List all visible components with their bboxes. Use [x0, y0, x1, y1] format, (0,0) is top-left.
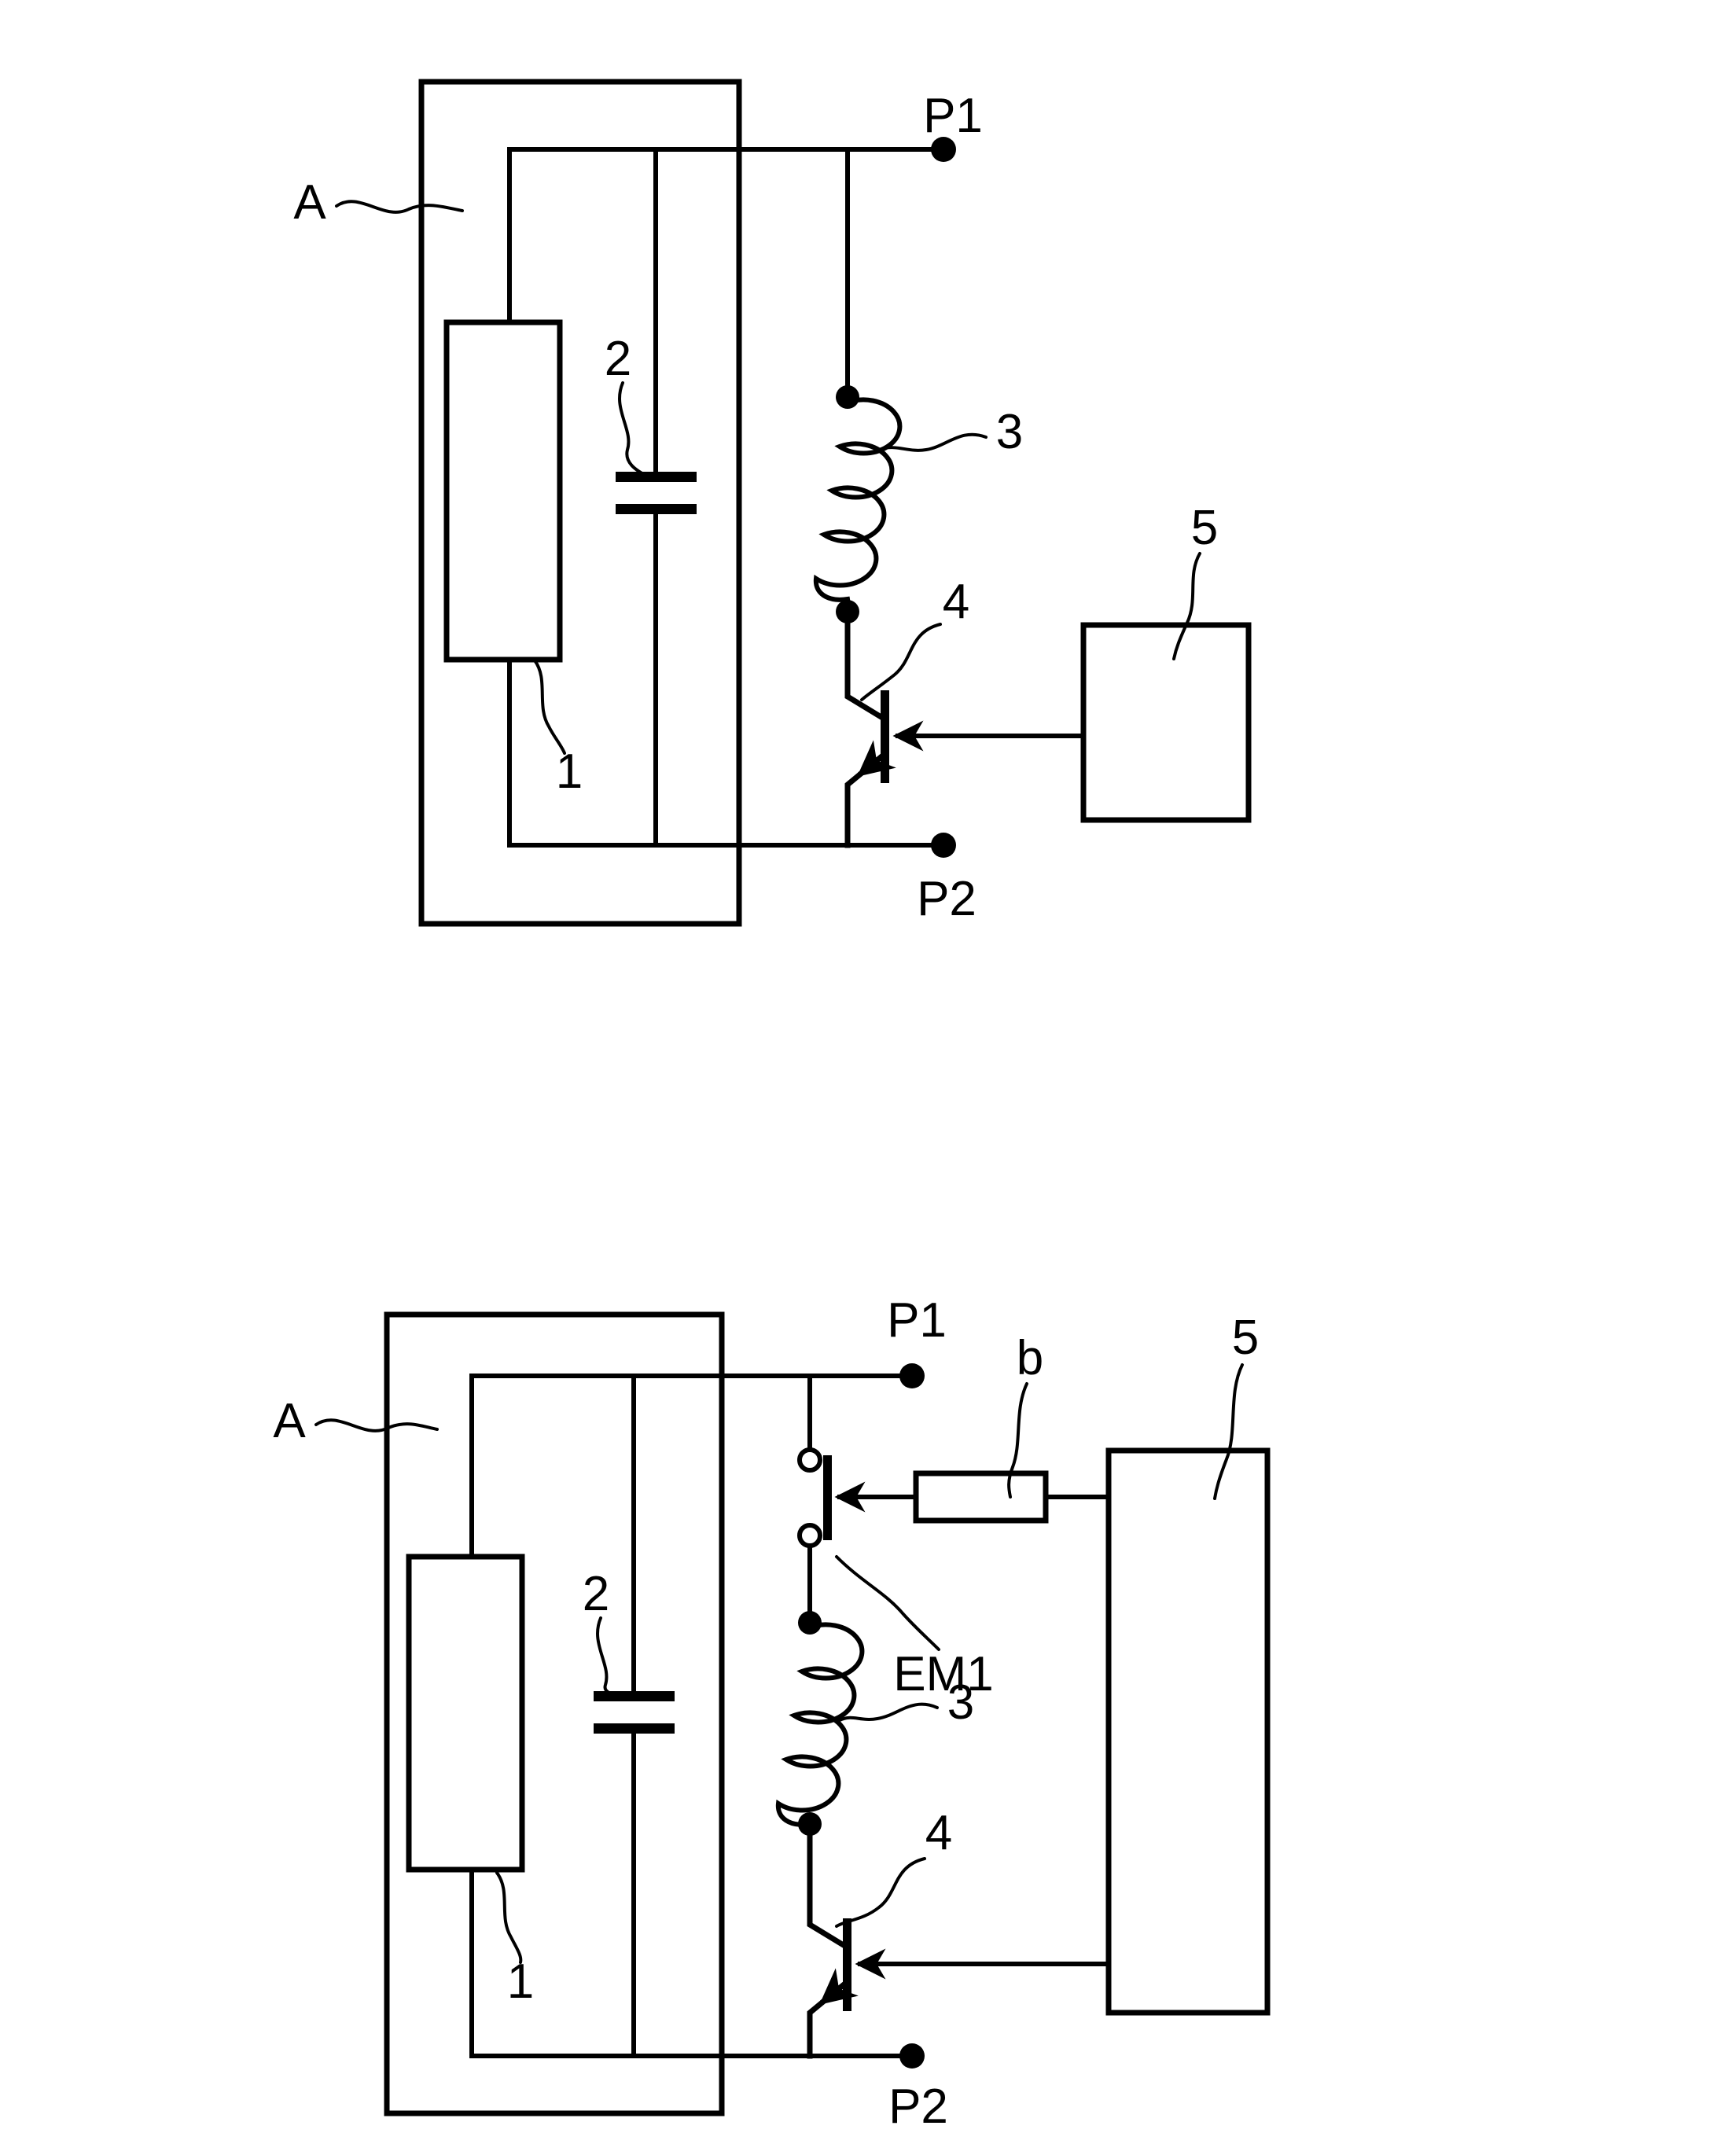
- label-terminal-p2: P2: [888, 2080, 948, 2134]
- label-resonator: 1: [507, 1955, 534, 2009]
- label-resistor: b: [1017, 1331, 1043, 1385]
- label-terminal-p1: P1: [887, 1293, 947, 1348]
- label-capacitor: 2: [583, 1567, 609, 1621]
- label-terminal-p2: P2: [917, 872, 977, 926]
- junction-dot-coil-top: [798, 1611, 822, 1635]
- label-capacitor: 2: [605, 332, 631, 386]
- label-switch: EM1: [893, 1647, 993, 1701]
- capacitor-plate-top: [594, 1691, 675, 1701]
- label-inductor: 3: [996, 405, 1023, 459]
- terminal-dot-p2: [899, 2043, 925, 2069]
- capacitor-plate-top: [616, 472, 697, 482]
- label-resonator: 1: [556, 745, 583, 799]
- label-assembly: A: [293, 175, 326, 230]
- label-inductor: 3: [947, 1675, 974, 1730]
- switch-bar: [823, 1455, 832, 1540]
- label-terminal-p1: P1: [923, 89, 983, 143]
- junction-dot-coil-top: [836, 385, 859, 409]
- terminal-dot-p2: [931, 833, 956, 858]
- switch-contact-bottom: [800, 1525, 820, 1546]
- transistor-base-bar: [843, 1918, 851, 2011]
- transistor-base-bar: [881, 690, 889, 783]
- label-controller: 5: [1191, 501, 1218, 555]
- terminal-dot-p1: [899, 1363, 925, 1388]
- label-assembly: A: [273, 1394, 306, 1448]
- label-transistor: 4: [943, 575, 969, 629]
- label-controller: 5: [1232, 1311, 1259, 1365]
- switch-contact-top: [800, 1450, 820, 1470]
- label-transistor: 4: [925, 1806, 952, 1860]
